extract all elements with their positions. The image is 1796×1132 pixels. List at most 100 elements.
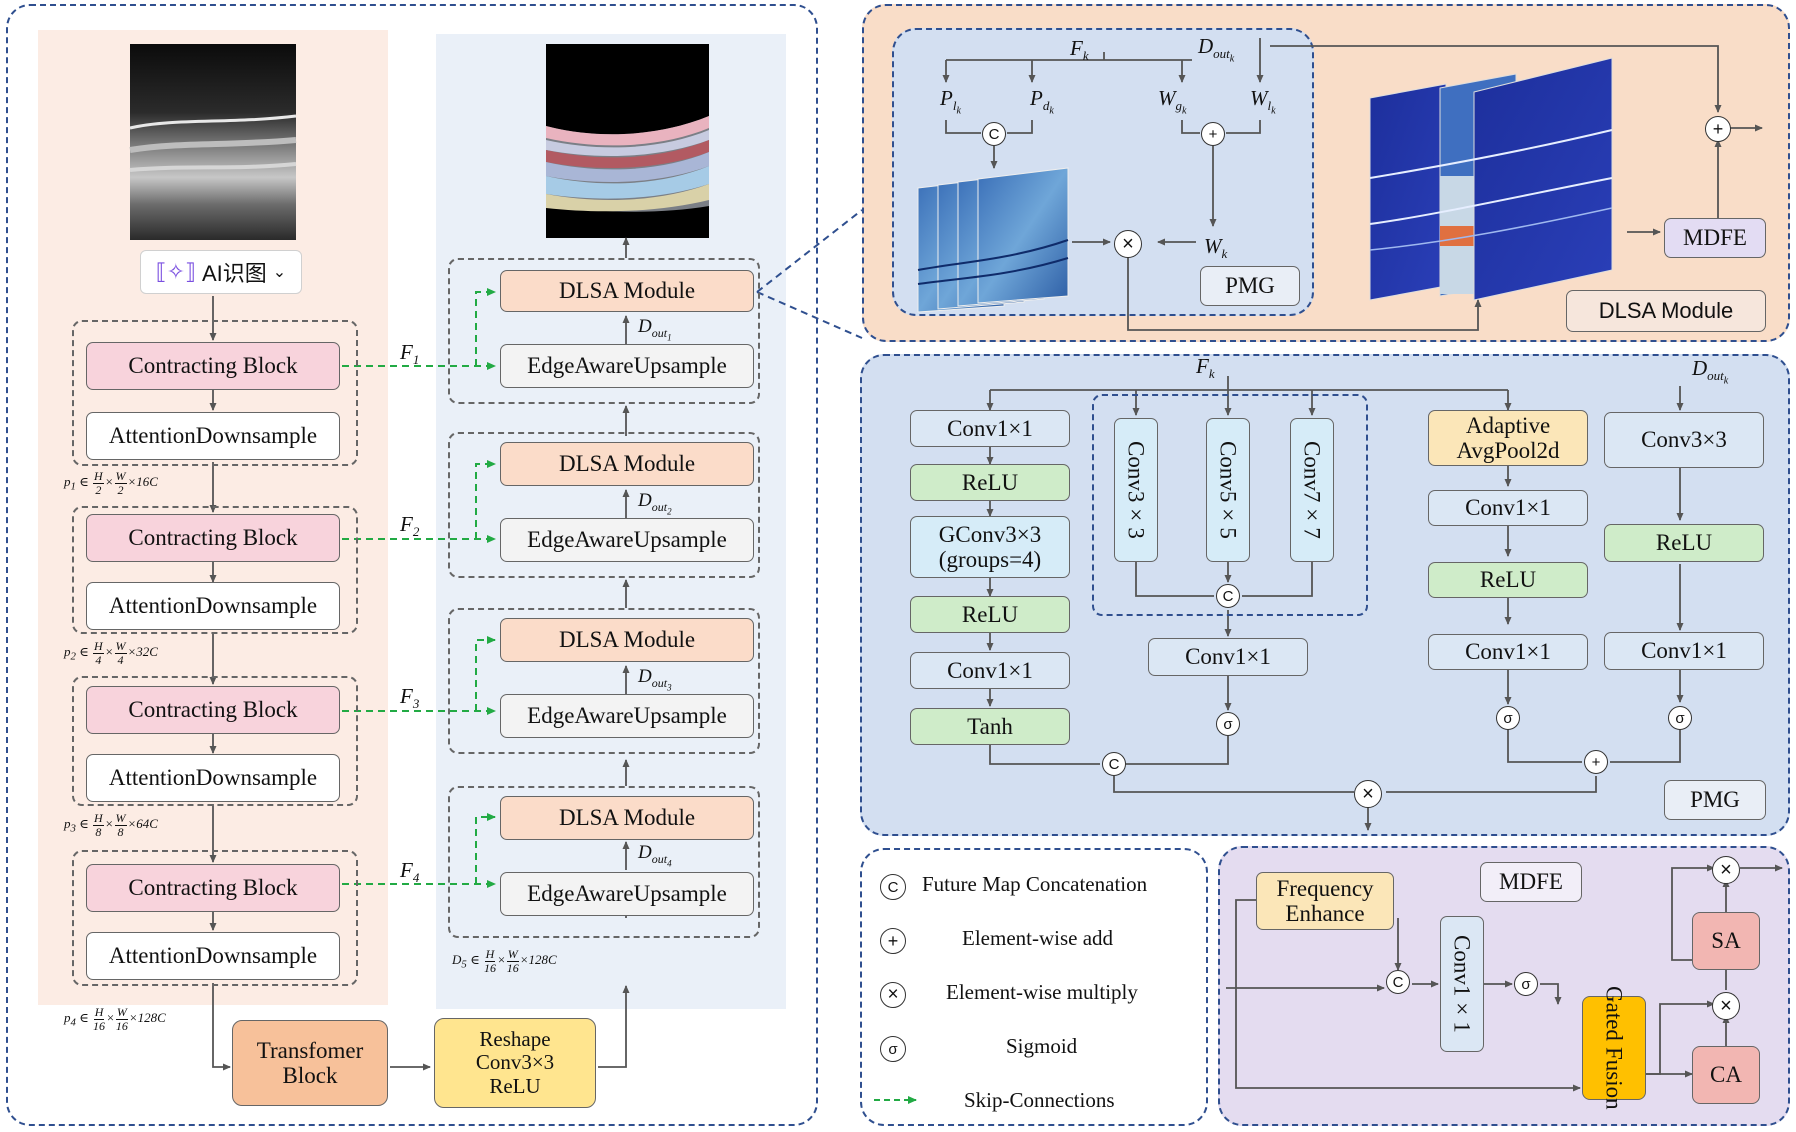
pmg-conv7x7: Conv7×7	[1290, 418, 1334, 562]
skip-label-f4: F4	[400, 858, 420, 886]
mdfe-multiply-op-a: ×	[1712, 992, 1740, 1020]
pmg-conv3x3: Conv3×3	[1114, 418, 1158, 562]
legend-sigmoid-icon: σ	[880, 1036, 906, 1062]
dout-label-1: Dout1	[638, 316, 672, 343]
pmg-relu-c: ReLU	[1428, 562, 1588, 598]
legend-concat-text: Future Map Concatenation	[922, 872, 1148, 896]
dlsa-multiply-op: ×	[1114, 230, 1142, 258]
contracting-block-3: Contracting Block	[86, 686, 340, 734]
mdfe-sa-block: SA	[1692, 912, 1760, 970]
legend-multiply-icon: ×	[880, 982, 906, 1008]
pmg-sigmoid-a: σ	[1216, 712, 1240, 736]
pmg-gconv: GConv3×3(groups=4)	[910, 516, 1070, 578]
dout-label-2: Dout2	[638, 490, 672, 517]
legend-skip-text: Skip-Connections	[964, 1088, 1115, 1112]
wk-label: Wk	[1204, 234, 1228, 262]
main-network-panel	[6, 4, 818, 1126]
pmg-relu-a: ReLU	[910, 464, 1070, 501]
dlsa-dout-label: Doutk	[1198, 34, 1235, 65]
legend-multiply-text: Element-wise multiply	[946, 980, 1138, 1004]
chevron-down-icon: ⌄	[272, 264, 287, 281]
dlsa-mdfe-tag: MDFE	[1664, 218, 1766, 258]
pmg-tanh: Tanh	[910, 708, 1070, 745]
pmg-multiscale-group	[1092, 394, 1368, 616]
ai-button-label: AI识图	[202, 261, 267, 286]
dlsa-module-block-4: DLSA Module	[500, 796, 754, 840]
pmg-conv1x1-c: Conv1×1	[1148, 638, 1308, 676]
pmg-relu-d: ReLU	[1604, 524, 1764, 562]
pmg-add-op: +	[1584, 750, 1608, 774]
pmg-dout-label: Doutk	[1692, 356, 1729, 387]
dlsa-module-title: DLSA Module	[1566, 290, 1766, 332]
pmg-relu-b: ReLU	[910, 596, 1070, 633]
pmg-title: PMG	[1664, 780, 1766, 820]
wg-label: Wgk	[1158, 86, 1187, 117]
sparkle-icon: ⟦✧⟧	[155, 259, 196, 284]
mdfe-multiply-op-b: ×	[1712, 856, 1740, 884]
legend-concat-icon: C	[880, 874, 906, 900]
dlsa-add-op: +	[1201, 122, 1225, 146]
wl-label: Wlk	[1250, 86, 1276, 117]
dout-label-3: Dout3	[638, 666, 672, 693]
legend-add-text: Element-wise add	[962, 926, 1114, 950]
decoder-stage-1	[448, 258, 760, 404]
mdfe-ca-block: CA	[1692, 1046, 1760, 1104]
pmg-conv3x3-d: Conv3×3	[1604, 412, 1764, 468]
attention-downsample-2: AttentionDownsample	[86, 582, 340, 630]
oct-input-image	[129, 44, 297, 240]
encoder-stage-4	[72, 850, 358, 986]
skip-label-f3: F3	[400, 684, 420, 712]
ai-image-button[interactable]: ⟦✧⟧ AI识图 ⌄	[140, 250, 302, 294]
pmg-conv5x5: Conv5×5	[1206, 418, 1250, 562]
edge-aware-upsample-2: EdgeAwareUpsample	[500, 518, 754, 562]
edge-aware-upsample-3: EdgeAwareUpsample	[500, 694, 754, 738]
skip-label-f1: F1	[400, 340, 420, 368]
dout-label-4: Dout4	[638, 842, 672, 869]
pmg-conv1x1-d: Conv1×1	[1428, 490, 1588, 526]
edge-aware-upsample-1: EdgeAwareUpsample	[500, 344, 754, 388]
edge-aware-upsample-4: EdgeAwareUpsample	[500, 872, 754, 916]
pmg-conv1x1-f: Conv1×1	[1604, 632, 1764, 670]
pmg-concat-op: C	[1102, 752, 1126, 776]
dlsa-feature-stack	[1369, 57, 1613, 301]
decoder-stage-2	[448, 432, 760, 578]
encoder-stage-3	[72, 676, 358, 806]
mdfe-concat-op: C	[1386, 970, 1410, 994]
pd-label: Pdk	[1030, 86, 1054, 117]
dlsa-concat-op: C	[982, 122, 1006, 146]
dlsa-fk-label: Fk	[1070, 36, 1089, 64]
pmg-conv1x1-b: Conv1×1	[910, 652, 1070, 689]
pmg-sigmoid-b: σ	[1496, 706, 1520, 730]
pmg-conv1x1-a: Conv1×1	[910, 410, 1070, 447]
legend-sigmoid-text: Sigmoid	[1006, 1034, 1078, 1058]
legend-panel	[860, 848, 1208, 1126]
pl-label: Plk	[940, 86, 961, 117]
mdfe-conv1x1: Conv1×1	[1440, 916, 1484, 1052]
mdfe-sigmoid-op: σ	[1514, 972, 1538, 996]
encoder-stage-2	[72, 506, 358, 634]
attention-downsample-4: AttentionDownsample	[86, 932, 340, 980]
legend-add-icon: +	[880, 928, 906, 954]
pmg-multiscale-concat-op: C	[1216, 584, 1240, 608]
mdfe-gated-fusion: Gated Fusion	[1582, 986, 1646, 1110]
decoder-stage-4	[448, 786, 760, 938]
pmg-multiply-op: ×	[1354, 780, 1382, 808]
encoder-stage-1	[72, 320, 358, 466]
contracting-block-2: Contracting Block	[86, 514, 340, 562]
pmg-feature-stack	[917, 167, 1069, 313]
attention-downsample-3: AttentionDownsample	[86, 754, 340, 802]
dlsa-module-block-2: DLSA Module	[500, 442, 754, 486]
pmg-sigmoid-c: σ	[1668, 706, 1692, 730]
decoder-stage-3	[448, 608, 760, 754]
dlsa-module-block-3: DLSA Module	[500, 618, 754, 662]
contracting-block-1: Contracting Block	[86, 342, 340, 390]
